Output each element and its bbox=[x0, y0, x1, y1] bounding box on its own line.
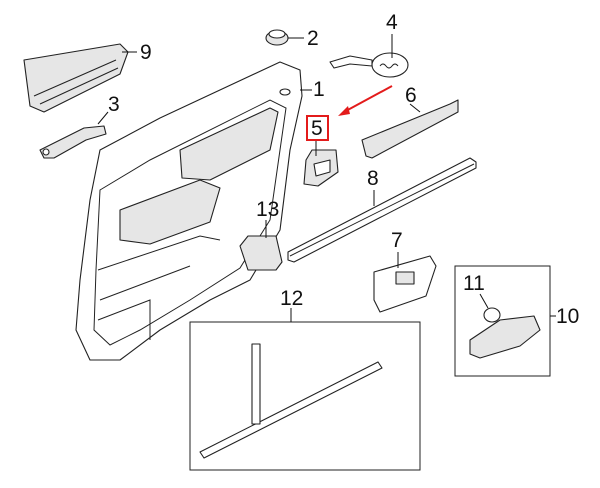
part-9-armrest-pad bbox=[23, 43, 129, 113]
callout-1: 1 bbox=[313, 78, 325, 101]
callout-5: 5 bbox=[311, 117, 323, 140]
part-10-lamp-housing bbox=[469, 315, 541, 359]
callout-11: 11 bbox=[463, 272, 485, 295]
part-2-clip bbox=[265, 29, 289, 46]
part-1-door-panel bbox=[75, 61, 303, 361]
part-4-grille bbox=[329, 52, 409, 78]
callout-6: 6 bbox=[405, 84, 417, 107]
callout-9: 9 bbox=[140, 41, 152, 64]
callout-13: 13 bbox=[256, 198, 280, 221]
callout-8: 8 bbox=[367, 167, 379, 190]
part-8-weatherstrip bbox=[287, 157, 477, 263]
callout-2: 2 bbox=[307, 27, 319, 50]
part-5-handle bbox=[303, 149, 339, 187]
leader-lines bbox=[97, 34, 556, 322]
callout-10: 10 bbox=[556, 305, 580, 328]
callout-4: 4 bbox=[386, 11, 398, 34]
part-6-molding bbox=[361, 99, 459, 159]
highlight-box bbox=[306, 115, 329, 141]
callout-12: 12 bbox=[280, 287, 304, 310]
part-10-box bbox=[454, 265, 551, 377]
part-3-bracket bbox=[39, 125, 107, 159]
part-13-switch bbox=[239, 235, 283, 271]
callout-3: 3 bbox=[108, 93, 120, 116]
part-12-box bbox=[189, 321, 421, 471]
part-12-rod bbox=[199, 343, 383, 459]
callout-7: 7 bbox=[391, 229, 403, 252]
part-11-bulb bbox=[483, 307, 501, 323]
part-7-switch-panel bbox=[373, 255, 437, 313]
highlight-arrow bbox=[338, 85, 393, 116]
